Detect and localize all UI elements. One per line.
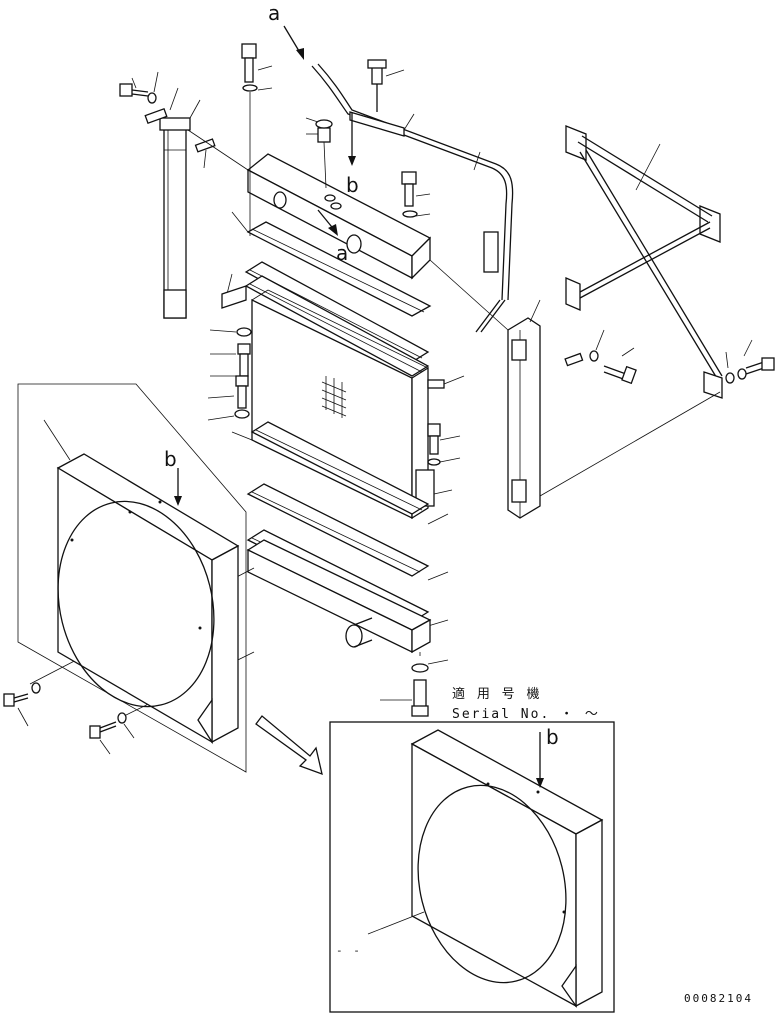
arrow-a-mid: [317, 209, 338, 236]
drawing-code: 00082104: [684, 992, 753, 1005]
core-mesh-icon: [321, 376, 347, 418]
stay-bolt-icon: [725, 339, 775, 384]
shroud-bolt-icon: [3, 682, 135, 755]
right-side-bolt-icon: [564, 329, 637, 385]
change-arrow-icon: [255, 715, 323, 776]
left-core-bolts: [207, 327, 252, 421]
fan-shroud-panel: [17, 383, 247, 773]
stay-rod-assembly: [565, 125, 723, 399]
view-label-b-left: b: [164, 447, 177, 471]
fan-shroud-alt: [367, 729, 604, 1009]
view-label-b-inset: b: [546, 725, 559, 749]
arrow-b-left: [174, 468, 182, 506]
hose-clamp-bracket: [349, 59, 481, 171]
right-side-support: [507, 299, 541, 519]
inset-dash: - -: [336, 944, 362, 957]
mid-bolt-icon: [401, 171, 431, 218]
radiator-lower-tank: [246, 539, 432, 654]
upper-seal-strips: [231, 211, 432, 377]
inset-frame: [329, 721, 615, 1013]
left-top-bolt-icon: [119, 71, 159, 104]
arrow-a-top: [283, 25, 304, 60]
arrow-b-inset: [536, 732, 544, 788]
view-label-a-top: a: [268, 1, 280, 25]
view-label-a-mid: a: [336, 241, 348, 265]
cap-icon: [305, 117, 333, 189]
left-shim-plate-icon: [144, 87, 216, 169]
right-core-bolt-icon: [427, 423, 461, 466]
overflow-hose: [311, 63, 514, 333]
top-left-bolt-icon: [241, 43, 273, 236]
right-core-bracket: [415, 375, 465, 507]
arrow-b-mid: [348, 112, 356, 166]
serial-note-number: Serial No. ・ 〜: [452, 707, 600, 722]
drain-bolt-icon: [380, 652, 449, 717]
view-label-b-mid: b: [346, 173, 359, 197]
left-side-support: [159, 117, 191, 319]
serial-note-title: 適 用 号 機: [452, 686, 541, 702]
